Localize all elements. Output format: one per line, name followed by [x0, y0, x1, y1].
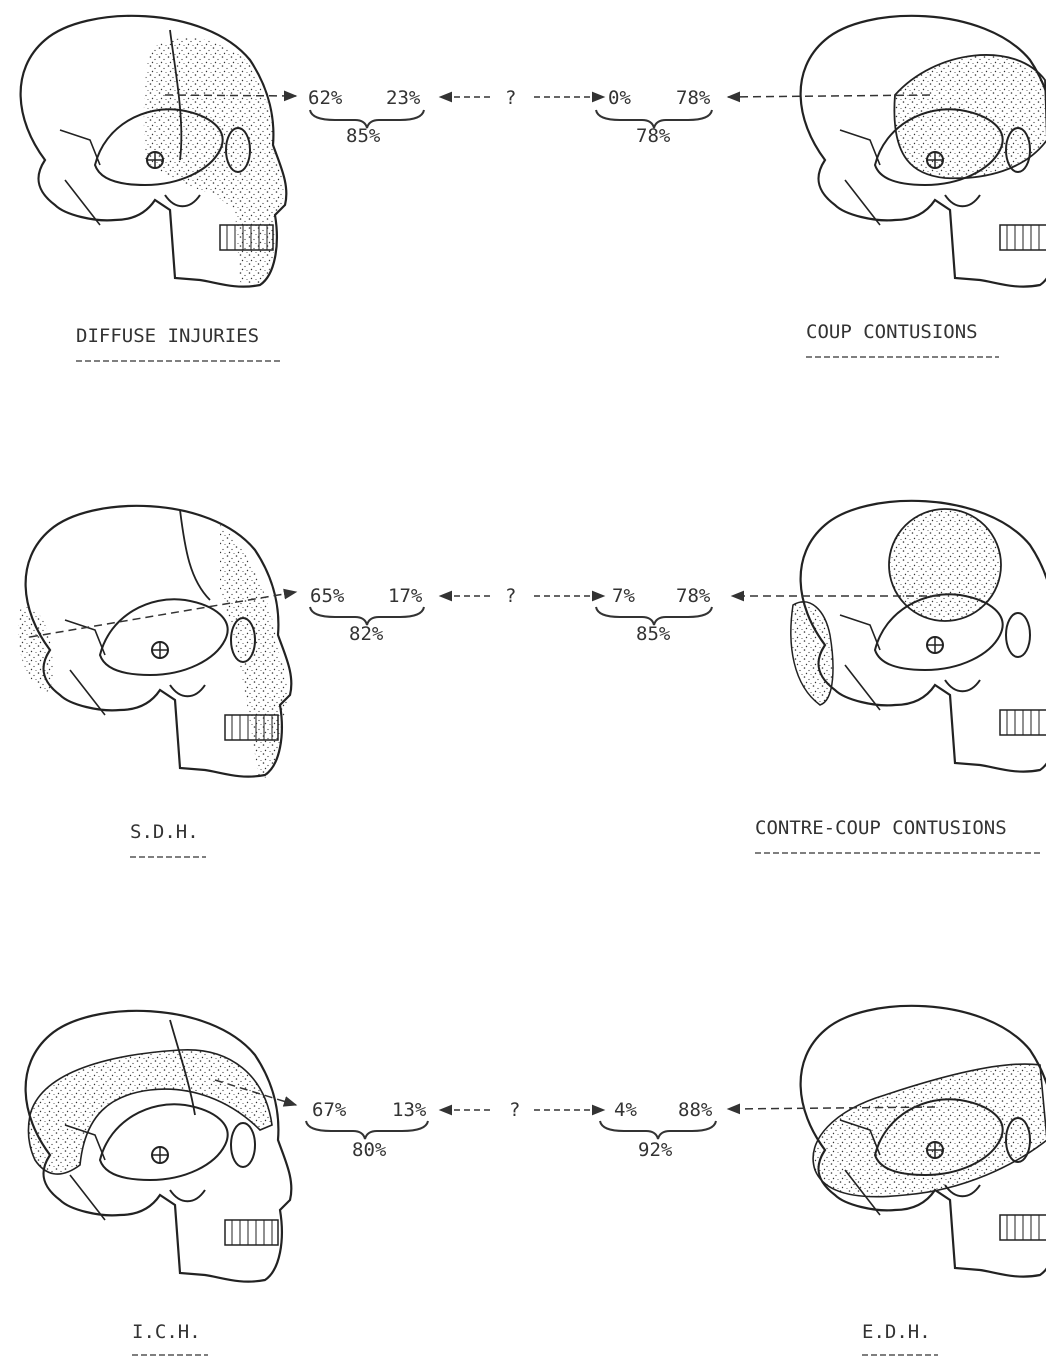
left-percent-a: 67% — [312, 1099, 347, 1121]
skull-coup-contusions — [801, 16, 1046, 287]
question-mark: ? — [509, 1099, 520, 1121]
row-1: 62% 23% 85% ? 0% 78% 78% DIFFUSE INJURIE… — [21, 16, 1046, 361]
right-brace — [600, 1121, 716, 1139]
left-percent-b: 17% — [388, 585, 423, 607]
left-total: 85% — [346, 125, 381, 147]
caption-edh: E.D.H. — [862, 1321, 931, 1343]
question-mark: ? — [505, 585, 516, 607]
right-total: 92% — [638, 1139, 673, 1161]
skull-diffuse-injuries — [21, 16, 287, 287]
row-3: 67% 13% 80% ? 4% 88% 92% I.C.H. E.D.H. — [26, 1006, 1046, 1355]
left-arrow-line — [165, 95, 296, 96]
left-brace — [306, 1121, 428, 1139]
caption-sdh: S.D.H. — [130, 821, 199, 843]
skull-sdh — [18, 506, 291, 778]
left-total: 80% — [352, 1139, 387, 1161]
question-mark: ? — [505, 87, 516, 109]
left-percent-a: 62% — [308, 87, 343, 109]
caption-coup-contusions: COUP CONTUSIONS — [806, 321, 978, 343]
skull-edh — [801, 1006, 1046, 1277]
caption-contre-coup-contusions: CONTRE-COUP CONTUSIONS — [755, 817, 1007, 839]
skull-ich — [26, 1011, 292, 1282]
left-percent-a: 65% — [310, 585, 345, 607]
left-percent-b: 13% — [392, 1099, 427, 1121]
right-total: 78% — [636, 125, 671, 147]
right-total: 85% — [636, 623, 671, 645]
right-percent-a: 0% — [608, 87, 631, 109]
skull-contre-coup-contusions — [791, 501, 1046, 772]
caption-ich: I.C.H. — [132, 1321, 201, 1343]
right-percent-a: 7% — [612, 585, 635, 607]
right-percent-b: 88% — [678, 1099, 713, 1121]
right-percent-a: 4% — [614, 1099, 637, 1121]
right-percent-b: 78% — [676, 585, 711, 607]
row-2: 65% 17% 82% ? 7% 78% 85% S.D.H. CONTRE-C… — [18, 501, 1046, 857]
left-total: 82% — [349, 623, 384, 645]
right-percent-b: 78% — [676, 87, 711, 109]
caption-diffuse-injuries: DIFFUSE INJURIES — [76, 325, 259, 347]
left-percent-b: 23% — [386, 87, 421, 109]
